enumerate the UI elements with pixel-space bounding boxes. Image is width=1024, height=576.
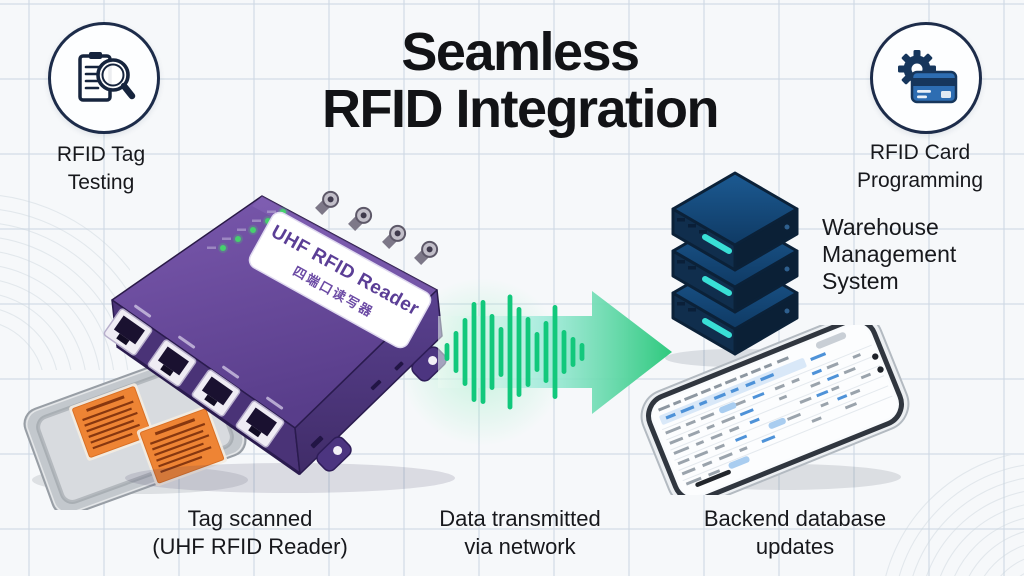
rfid-card-programming-badge <box>870 22 982 134</box>
caption-line1: Backend database <box>703 506 887 531</box>
label-line3: System <box>822 268 899 294</box>
label-line2: Testing <box>67 171 135 194</box>
phone-screen-table <box>648 325 902 495</box>
smartphone <box>640 325 910 495</box>
phone-home-indicator <box>695 469 731 487</box>
title-line1: Seamless <box>401 22 640 82</box>
rfid-card-programming-label: RFID Card Programming <box>823 139 1017 195</box>
label-line1: RFID Card <box>869 141 971 164</box>
caption-step-3: Backend database updates <box>685 505 905 561</box>
label-line2: Programming <box>856 169 984 192</box>
caption-line1: Tag scanned <box>187 506 313 531</box>
caption-step-1: Tag scanned (UHF RFID Reader) <box>130 505 370 561</box>
rfid-tag-testing-badge <box>48 22 160 134</box>
server-stack <box>665 171 809 367</box>
caption-step-2: Data transmitted via network <box>410 505 630 561</box>
network-transmission-arrow <box>438 291 672 414</box>
gear-card-icon <box>898 50 958 104</box>
caption-line2: via network <box>464 534 576 559</box>
phone-camera-dots <box>872 353 884 373</box>
caption-line2: (UHF RFID Reader) <box>152 534 348 559</box>
label-line1: Warehouse <box>822 214 939 240</box>
server-unit-1 <box>671 171 799 272</box>
warehouse-management-label: Warehouse Management System <box>822 214 1012 295</box>
rfid-tag-2 <box>136 405 228 487</box>
label-line2: Management <box>822 241 957 267</box>
card-glyph <box>910 70 958 104</box>
clipboard-magnifier-icon <box>78 52 136 102</box>
side-slots <box>310 361 404 449</box>
rj45-ports <box>103 304 285 448</box>
caption-line2: updates <box>755 534 835 559</box>
signal-waveform-icon <box>444 294 585 410</box>
uhf-rfid-reader-device: UHF RFID Reader 四端口读写器 <box>103 190 455 493</box>
rfid-tag-testing-label: RFID Tag Testing <box>10 141 192 197</box>
title-line2: RFID Integration <box>322 79 719 139</box>
label-line1: RFID Tag <box>56 143 146 166</box>
sma-connectors <box>315 190 439 265</box>
page-title: Seamless RFID Integration <box>240 24 800 138</box>
rfid-tag-1 <box>69 383 155 461</box>
caption-line1: Data transmitted <box>439 506 601 531</box>
